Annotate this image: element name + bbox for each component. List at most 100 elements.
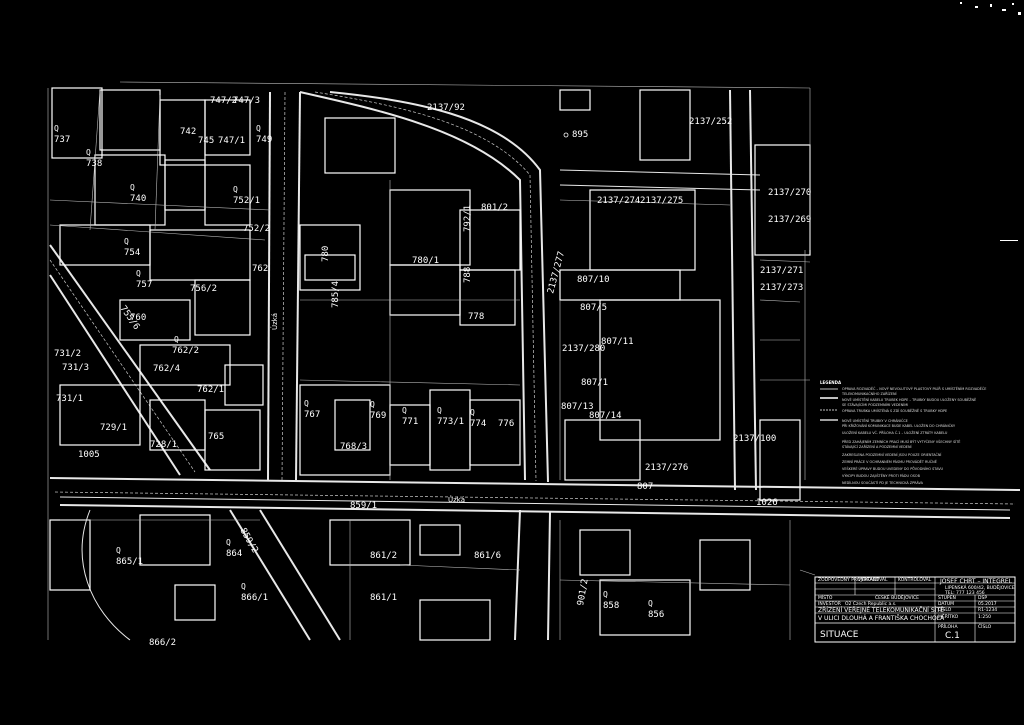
parcel-label: 771: [402, 417, 418, 427]
investor-label: INVESTOR: [818, 601, 841, 607]
legend-line: NEDÍLNOU SOUČÁSTÍ PD JE TECHNICKÁ ZPRÁVA: [842, 480, 924, 485]
parcel-label: 747/1: [218, 136, 245, 146]
scan-noise: [960, 2, 1021, 241]
parcel-label: 2137/273: [760, 283, 803, 293]
title-block-row-label: KONTROLOVAL: [898, 577, 932, 583]
legend-title: LEGENDA: [820, 380, 842, 385]
parcel-label: 2137/275: [640, 196, 683, 206]
parcel-label: 765: [208, 432, 224, 442]
parcel-label: 858: [603, 601, 619, 611]
svg-text:Q: Q: [226, 538, 231, 547]
legend-line: ZEMNÍ PRÁCE V OCHRANNÉM PÁSMU PROVÁDĚT R…: [842, 459, 937, 464]
parcel-label: 807/10: [577, 275, 610, 285]
svg-text:Q: Q: [437, 406, 442, 415]
street-label-uzka: Úzká: [270, 313, 279, 330]
street-labels: Úzká Úzká: [270, 313, 465, 504]
legend-line: SE STÁVAJÍCÍMI PODZEMNÍMI VEDENÍMI: [842, 402, 908, 407]
parcel-label: 2137/252: [689, 117, 732, 127]
date-value: 05.2017: [978, 601, 997, 607]
drawing-frame: [47, 81, 811, 640]
parcel-label: 769: [370, 411, 386, 421]
parcel-label: 2137/92: [427, 103, 465, 113]
svg-text:Q: Q: [174, 335, 179, 344]
parcel-label: 807/14: [589, 411, 622, 421]
parcel-label: 780/1: [412, 256, 439, 266]
legend-line: VEŠKERÉ ÚPRAVY BUDOU UVEDENY DO PŮVODNÍH…: [842, 466, 944, 471]
company-name: JOSEF CHRT – INTEGREL: [939, 578, 1013, 585]
svg-text:Q: Q: [470, 408, 475, 417]
number-label: ČÍSLO: [938, 606, 952, 613]
parcel-label: 747/2: [210, 96, 237, 106]
legend-line: PŘED ZAHÁJENÍM ZEMNÍCH PRACÍ MUSÍ BÝT VY…: [842, 439, 960, 444]
parcel-label: 747/3: [233, 96, 260, 106]
parcel-label: 2137/269: [768, 215, 811, 225]
parcel-label: 2137/270: [768, 188, 811, 198]
parcel-label: 738: [86, 159, 102, 169]
legend-line: NOVÉ UMÍSTĚNÍ TRUBKY V CHRÁNIČCE: [842, 418, 908, 423]
title-block-row-label: VYPRACOVAL: [858, 577, 888, 583]
parcel-label: 749: [256, 135, 272, 145]
parcel-label: 866/2: [149, 638, 176, 648]
svg-text:Q: Q: [233, 185, 238, 194]
parcel-label: 861/1: [370, 593, 397, 603]
location-value: ČESKÉ BUDĚJOVICE: [875, 593, 919, 601]
number-value: R1-1234: [978, 607, 997, 613]
parcel-label: 785/4: [331, 281, 341, 308]
parcel-label: 2137/274: [597, 196, 640, 206]
street-label-uzka: Úzká: [448, 495, 465, 504]
svg-text:Q: Q: [402, 406, 407, 415]
svg-text:Q: Q: [116, 546, 121, 555]
scale-label: MĚŘÍTKO: [938, 612, 959, 620]
stage-value: DSP: [978, 595, 987, 601]
svg-text:Q: Q: [54, 124, 59, 133]
parcel-label: 807/11: [601, 337, 634, 347]
parcel-label: 2137/100: [733, 434, 776, 444]
svg-text:Q: Q: [256, 124, 261, 133]
parcel-label: 731/2: [54, 349, 81, 359]
parcel-label: 865/1: [116, 557, 143, 567]
svg-text:Q: Q: [124, 237, 129, 246]
parcel-label: 780: [321, 246, 331, 262]
svg-text:Q: Q: [86, 148, 91, 157]
parcel-label: 752/1: [233, 196, 260, 206]
legend-line: ZAKRESLENA PODZEMNÍ VEDENÍ JSOU POUZE OR…: [842, 452, 941, 457]
legend-line: OPRAVA ROZVADĚČ – NOVÝ NEVOLUTOVÝ PLASTO…: [842, 386, 986, 391]
parcel-label: 728/1: [150, 440, 177, 450]
parcel-label: 773/1: [437, 417, 464, 427]
legend-line: PŘI KŘIŽOVÁNÍ KOMUNIKACE BUDE KABEL ULOŽ…: [842, 423, 956, 428]
legend-line: STÁVAJÍCÍ ZAŘÍZENÍ A PODZEMNÍ VEDENÍ: [842, 444, 911, 449]
parcel-label: 859/1: [350, 501, 377, 511]
parcel-label: 752/2: [243, 224, 270, 234]
svg-text:Q: Q: [603, 590, 608, 599]
parcel-label: 754: [124, 248, 140, 258]
date-label: DATUM: [938, 601, 954, 607]
parcel-label: 801/2: [481, 203, 508, 213]
parcel-label: 757: [136, 280, 152, 290]
right-parcel-lines: [760, 88, 816, 576]
parcel-label: 768/3: [340, 442, 367, 452]
drawing-label: PŘÍLOHA: [938, 622, 958, 630]
parcel-label: 792/1: [463, 205, 473, 232]
parcel-label: 756/2: [190, 284, 217, 294]
legend: LEGENDA OPRAVA ROZVADĚČ – NOVÝ NEVOLUTOV…: [820, 380, 986, 485]
parcel-label: 774: [470, 419, 486, 429]
parcel-boundaries: [49, 89, 811, 640]
parcel-label: 2137/280: [562, 344, 605, 354]
parcel-label: 807/5: [580, 303, 607, 313]
parcel-label: 2137/271: [760, 266, 803, 276]
title-block: ZODPOVĚDNÝ PROJEKTANT VYPRACOVAL KONTROL…: [814, 575, 1016, 643]
parcel-label: 762/4: [153, 364, 180, 374]
parcel-label: 776: [498, 419, 514, 429]
legend-line: TELEKOMUNIKAČNÍHO ZAŘÍZENÍ: [841, 391, 897, 396]
legend-line: ULOŽENÍ KABELU VČ. PŘÍLOHA Č.1 – ULOŽENÍ…: [842, 430, 948, 435]
parcel-label: 760: [130, 313, 146, 323]
parcel-label: 807/13: [561, 402, 594, 412]
project-title-line-2: V ULICI DLOUHÁ A FRANTIŠKA CHOCHOLA: [818, 615, 945, 622]
company-address: LIPENSKÁ 600/42, BUDĚJOVICE: [945, 583, 1015, 591]
parcel-label: 861/2: [370, 551, 397, 561]
drawing-number-label: ČÍSLO: [978, 623, 992, 630]
svg-text:Q: Q: [648, 599, 653, 608]
stage-label: STUPEŇ: [938, 594, 956, 601]
parcel-label: 778: [468, 312, 484, 322]
